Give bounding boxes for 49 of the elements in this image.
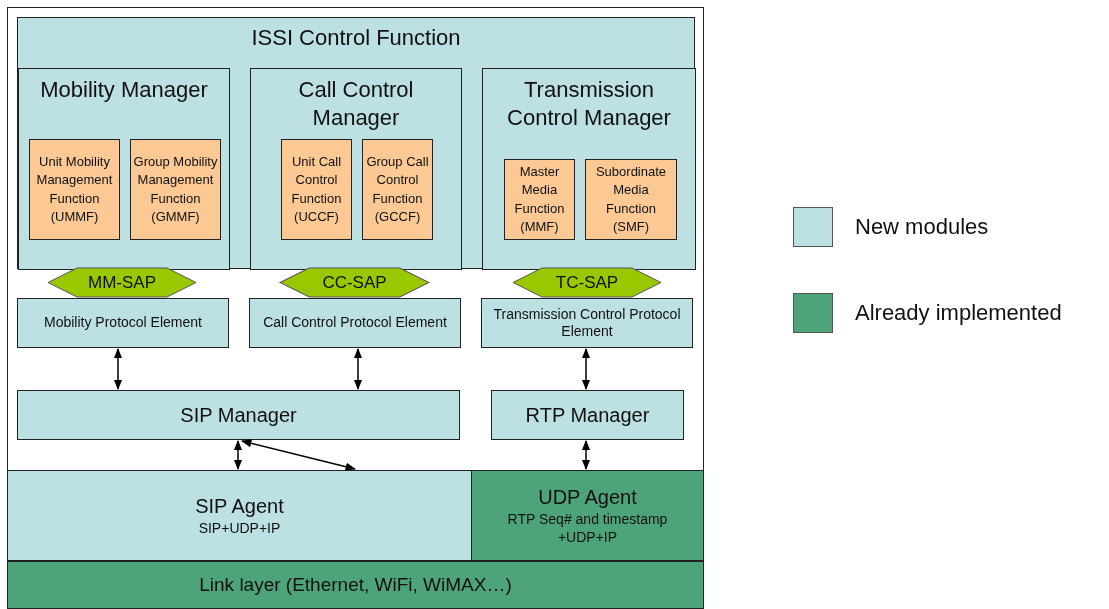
function-box	[130, 139, 221, 240]
link-layer-box	[7, 561, 704, 609]
arrow	[113, 347, 123, 391]
protocol-box	[249, 298, 461, 348]
protocol-box	[17, 298, 229, 348]
box-title: Transmission Control Protocol Element	[492, 305, 682, 341]
box-title: SIP Agent	[195, 493, 284, 519]
legend-label: Already implemented	[855, 300, 1062, 326]
box-title: Unit Mobility Management Function (UMMF)	[35, 153, 114, 226]
box-title: Group Mobility Management Function (GMMF)	[132, 153, 219, 226]
box-title: SIP Manager	[180, 402, 297, 428]
box-title: Call Control Protocol Element	[263, 314, 447, 332]
layer-box	[17, 17, 695, 269]
box-title: Mobility Manager	[39, 76, 209, 104]
arrow	[581, 347, 591, 391]
manager-box	[491, 390, 684, 440]
function-box	[504, 159, 575, 240]
box-subtitle: SIP+UDP+IP	[198, 518, 281, 538]
box-title: RTP Manager	[525, 402, 650, 428]
box-title: Group Call Control Function (GCCF)	[365, 153, 430, 226]
module-box	[482, 68, 696, 270]
module-box	[18, 68, 230, 270]
module-box	[250, 68, 462, 270]
box-title: Link layer (Ethernet, WiFi, WiMAX…)	[199, 573, 512, 597]
sap-label: MM-SAP	[88, 271, 156, 294]
agent-box	[471, 470, 704, 561]
box-title: Master Media Function (MMF)	[513, 163, 566, 236]
box-title: UDP Agent	[538, 484, 637, 510]
box-title: Unit Call Control Function (UCCF)	[290, 153, 343, 226]
box-title: Call Control Manager	[297, 76, 415, 131]
box-title: ISSI Control Function	[251, 24, 461, 52]
arrow	[581, 439, 591, 471]
agent-box	[7, 470, 472, 561]
box-subtitle: RTP Seq# and timestamp +UDP+IP	[506, 509, 669, 547]
function-box	[29, 139, 120, 240]
arrow	[353, 347, 363, 391]
function-box	[585, 159, 677, 240]
arrow	[241, 439, 356, 471]
sap-label: CC-SAP	[322, 271, 387, 294]
protocol-box	[481, 298, 693, 348]
box-title: Transmission Control Manager	[506, 76, 672, 131]
arrow	[233, 439, 243, 471]
manager-box	[17, 390, 460, 440]
box-title: Subordinate Media Function (SMF)	[594, 163, 668, 236]
sap-label: TC-SAP	[555, 271, 619, 294]
function-box	[362, 139, 433, 240]
function-box	[281, 139, 352, 240]
legend-label: New modules	[855, 214, 989, 240]
box-title: Mobility Protocol Element	[44, 314, 202, 332]
